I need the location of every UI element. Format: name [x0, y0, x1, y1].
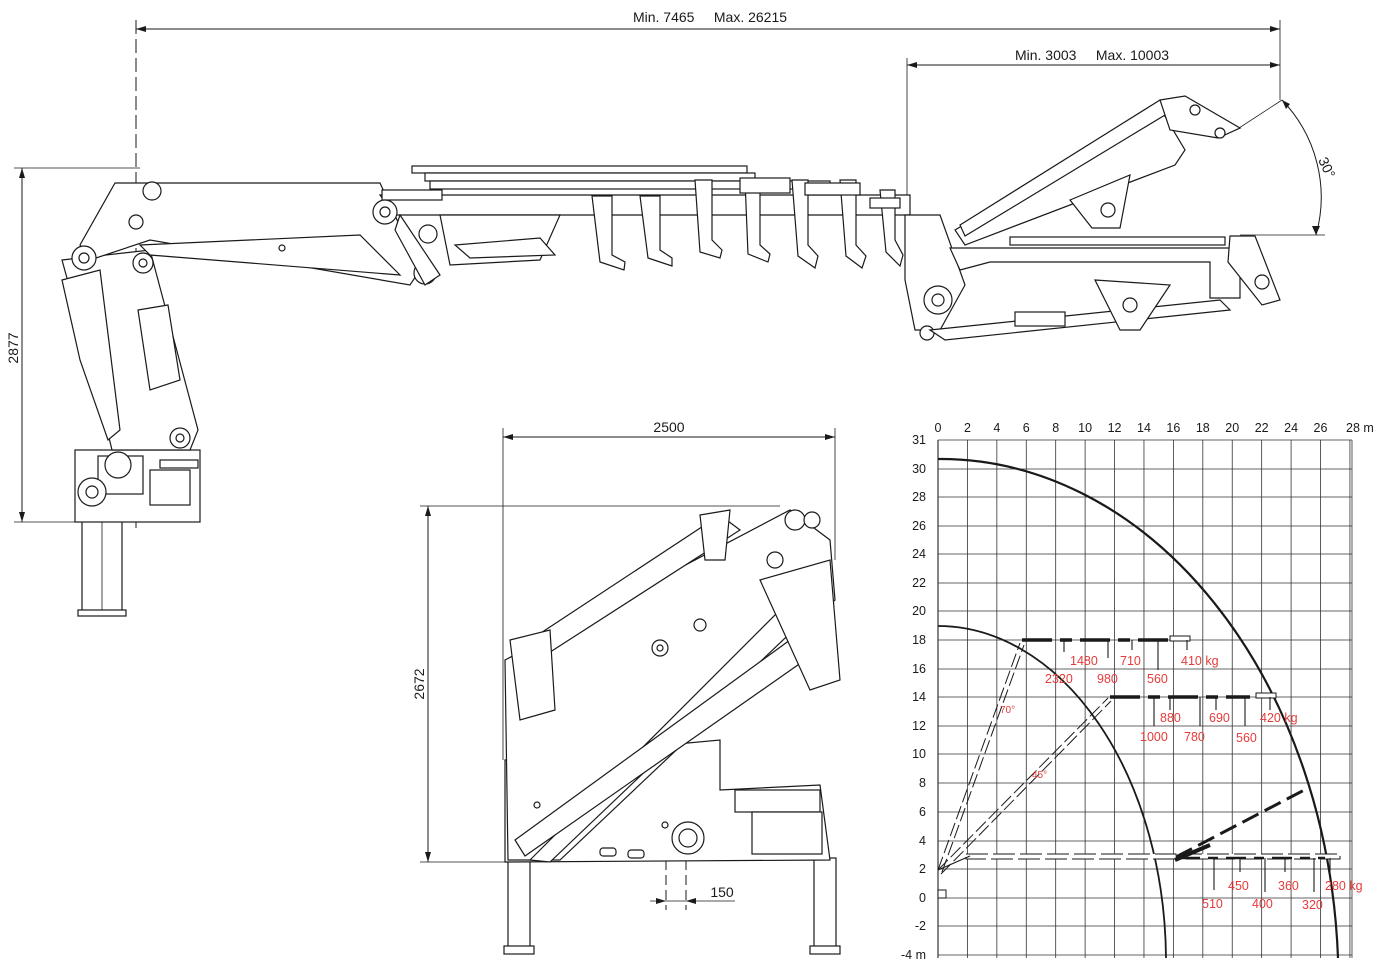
rear-offset-label: 150 — [710, 884, 734, 900]
total-reach-label: Min. 7465 Max. 26215 — [633, 9, 787, 25]
hook-drops — [1063, 640, 1331, 892]
load-value: 710 — [1120, 654, 1141, 668]
jib-reach-label: Min. 3003 Max. 10003 — [1015, 47, 1169, 63]
y-tick-label: 10 — [912, 747, 926, 761]
x-tick-label: 18 — [1196, 421, 1210, 435]
x-tick-label: 2 — [964, 421, 971, 435]
y-tick-label: -4 m — [901, 948, 926, 962]
x-tick-label: 12 — [1108, 421, 1122, 435]
y-tick-label: 14 — [912, 690, 926, 704]
y-tick-label: 16 — [912, 662, 926, 676]
load-value: 320 — [1302, 898, 1323, 912]
rear-height-label: 2672 — [411, 668, 427, 699]
load-value: 360 — [1278, 879, 1299, 893]
load-values: 1480 710 410 kg 2320 980 560 880 690 420… — [1045, 654, 1363, 912]
right-leg — [813, 857, 837, 954]
load-value: 450 — [1228, 879, 1249, 893]
x-tick-label: 4 — [993, 421, 1000, 435]
load-value: 780 — [1184, 730, 1205, 744]
stabiliser-foot — [77, 609, 127, 617]
x-tick-label: 20 — [1225, 421, 1239, 435]
load-value: 420 kg — [1260, 711, 1298, 725]
angle-label-45: 45° — [1032, 770, 1047, 781]
jib-angle-label: 30° — [1315, 155, 1338, 181]
x-tick-label: 26 — [1314, 421, 1328, 435]
jib-angle-dimension: 30° — [1235, 99, 1339, 236]
y-tick-label: 30 — [912, 462, 926, 476]
x-tick-label: 22 — [1255, 421, 1269, 435]
crane-rear-view — [503, 509, 841, 955]
load-value: 410 kg — [1181, 654, 1219, 668]
y-tick-label: 0 — [919, 891, 926, 905]
rear-height-dimension: 2672 — [411, 505, 780, 863]
y-tick-label: 31 — [912, 433, 926, 447]
load-value: 400 — [1252, 897, 1273, 911]
x-tick-label: 6 — [1023, 421, 1030, 435]
crane-side-view — [61, 95, 1281, 617]
y-tick-label: 6 — [919, 805, 926, 819]
load-value: 1000 — [1140, 730, 1168, 744]
load-value: 560 — [1147, 672, 1168, 686]
load-value: 880 — [1160, 711, 1181, 725]
load-chart-grid — [937, 439, 1353, 958]
rear-boom — [504, 509, 836, 861]
load-value: 560 — [1236, 731, 1257, 745]
rear-width-label: 2500 — [653, 419, 684, 435]
max-reach-arc — [937, 457, 1340, 959]
load-value: 280 kg — [1325, 879, 1363, 893]
x-tick-label: 0 — [935, 421, 942, 435]
y-tick-label: 8 — [919, 776, 926, 790]
y-tick-label: 22 — [912, 576, 926, 590]
x-tick-label: 10 — [1078, 421, 1092, 435]
x-tick-label: 8 — [1052, 421, 1059, 435]
side-height-dimension: 2877 — [5, 167, 140, 523]
extension-hooks — [591, 177, 904, 271]
y-tick-label: -2 — [915, 919, 926, 933]
load-value: 690 — [1209, 711, 1230, 725]
y-tick-label: 20 — [912, 604, 926, 618]
x-tick-label: 16 — [1166, 421, 1180, 435]
side-height-label: 2877 — [5, 332, 21, 363]
raised-jib — [954, 107, 1186, 246]
load-value: 980 — [1097, 672, 1118, 686]
y-tick-label: 18 — [912, 633, 926, 647]
load-value: 1480 — [1070, 654, 1098, 668]
left-leg — [507, 857, 531, 954]
y-tick-label: 28 — [912, 490, 926, 504]
jib-reach-dimension: Min. 3003 Max. 10003 — [906, 47, 1280, 215]
load-value: 510 — [1202, 897, 1223, 911]
y-tick-label: 26 — [912, 519, 926, 533]
total-reach-dimension: Min. 7465 Max. 26215 — [135, 9, 1281, 530]
boom-positions — [937, 635, 1341, 899]
y-tick-label: 4 — [919, 834, 926, 848]
y-tick-label: 12 — [912, 719, 926, 733]
x-tick-label: 24 — [1284, 421, 1298, 435]
y-tick-label: 24 — [912, 547, 926, 561]
folded-jib — [949, 247, 1241, 299]
rear-width-dimension: 2500 — [502, 419, 836, 760]
load-value: 2320 — [1045, 672, 1073, 686]
y-tick-label: 2 — [919, 862, 926, 876]
x-tick-label: 14 — [1137, 421, 1151, 435]
x-tick-label: 28 m — [1346, 421, 1374, 435]
inner-reach-arc — [937, 625, 1167, 959]
angle-label-70: 70° — [1000, 705, 1015, 716]
